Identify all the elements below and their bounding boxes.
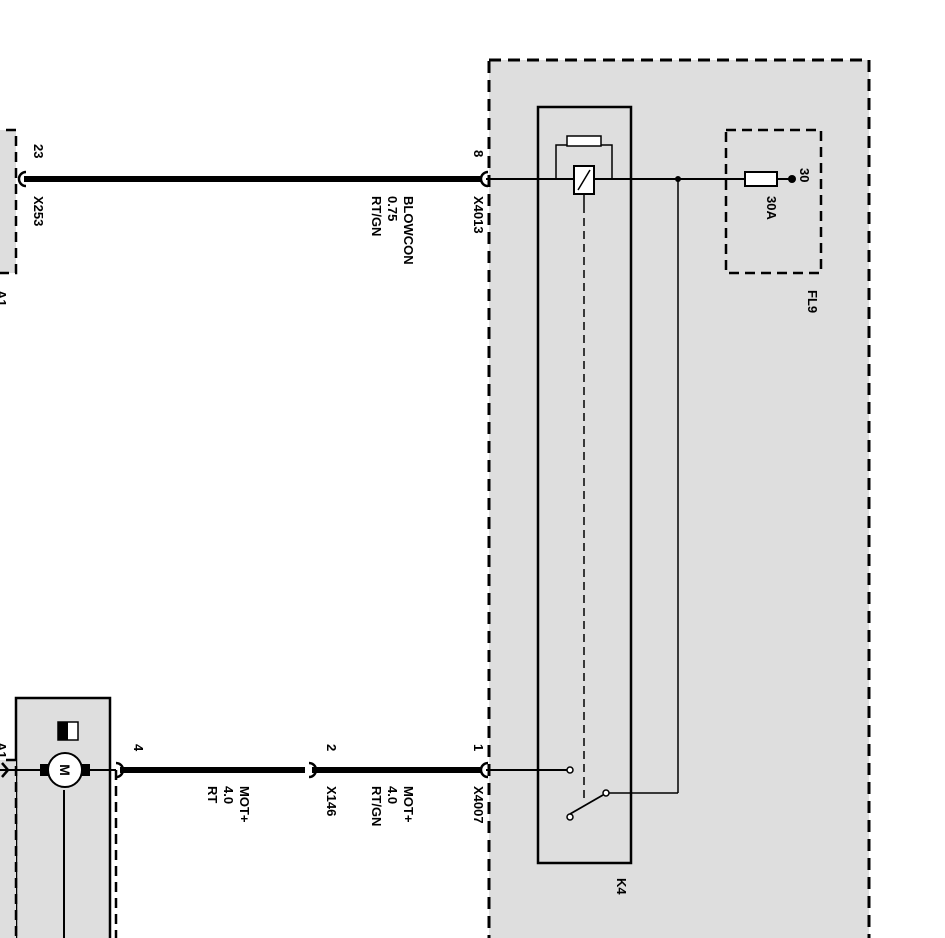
relay-contact-lower [566, 813, 574, 821]
connector-x146-symbol [308, 761, 318, 779]
fuse-box-fl9 [724, 128, 823, 275]
motor-module-extension [0, 758, 18, 938]
relay-contact-common [602, 789, 610, 797]
label-fuse-rating: 30A [764, 196, 779, 220]
motor-brush-left [40, 764, 48, 776]
pin-x4013: 8 [471, 150, 486, 157]
connector-x4013-symbol [479, 170, 489, 188]
wire-mot-rtgn-signal: MOT+ [401, 786, 416, 823]
label-fuse-box: FL9 [805, 290, 820, 313]
label-connector-x146: X146 [324, 786, 339, 816]
connector-motor-left-symbol [1, 762, 10, 778]
label-relay-k4: K4 [614, 878, 629, 895]
motor-brush-right [82, 764, 90, 776]
connector-motor-pin4-symbol [115, 761, 125, 779]
wire-mot-rt-signal: MOT+ [237, 786, 252, 823]
relay-coil-top [566, 135, 602, 147]
connector-x253-symbol [17, 170, 27, 188]
relay-coil-diagonal [577, 169, 591, 191]
pin-x253: 23 [31, 144, 46, 158]
wire-mot-rt-color: RT [205, 786, 220, 803]
label-connector-x4007: X4007 [471, 786, 486, 824]
relay-contact-upper [566, 766, 574, 774]
relay-switch-arm [569, 794, 604, 815]
connector-x4007-symbol [479, 761, 489, 779]
wire-mot-rt-gauge: 4.0 [221, 786, 236, 804]
wire-mot-rtgn-gauge: 4.0 [385, 786, 400, 804]
label-left-module: A1 [0, 290, 9, 307]
wire-blowcon-signal: BLOWCON [401, 196, 416, 265]
fuse-terminal-dot [788, 175, 796, 183]
label-fuse-pin: 30 [797, 168, 812, 182]
label-connector-x4013: X4013 [471, 196, 486, 234]
label-connector-x253: X253 [31, 196, 46, 226]
wire-blowcon-gauge: 0.75 [385, 196, 400, 221]
pin-x146: 2 [324, 744, 339, 751]
label-motor-module: A1 [0, 742, 9, 759]
left-module-box [0, 128, 18, 275]
pin-motor-4: 4 [131, 744, 146, 752]
pin-x4007: 1 [471, 744, 486, 751]
motor-symbol-label: M [57, 764, 73, 776]
book-icon-half [58, 722, 68, 740]
fuse-element [744, 171, 778, 187]
motor-circle [47, 752, 83, 788]
wire-mot-rtgn-color: RT/GN [369, 786, 384, 826]
wire-blowcon-color: RT/GN [369, 196, 384, 236]
